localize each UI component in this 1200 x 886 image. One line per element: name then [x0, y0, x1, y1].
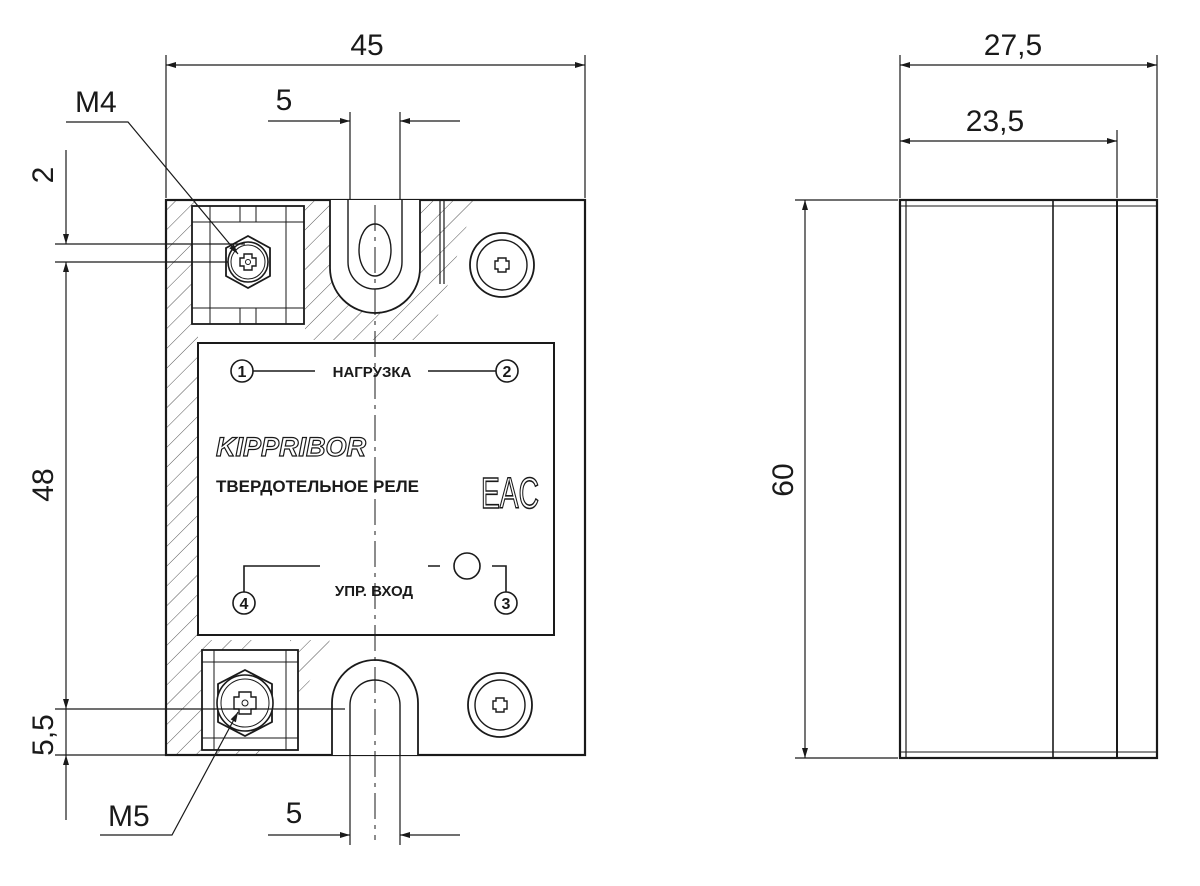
brand-logo: KIPPRIBOR: [216, 432, 367, 462]
label-m5: M5: [108, 800, 150, 833]
front-view: [164, 198, 587, 840]
hatched-region-bottom: [290, 640, 330, 700]
screw-m5: [216, 668, 274, 738]
side-view: [898, 198, 1159, 760]
side-dimension-text: 27,5 23,5 60: [767, 29, 1042, 497]
screw-top-right: [469, 232, 535, 298]
front-dimensions: [55, 55, 586, 845]
hatched-region-left: [166, 200, 260, 755]
dim-depth-27-5: 27,5: [984, 29, 1042, 62]
dim-body-depth-23-5: 23,5: [966, 105, 1024, 138]
dim-slot-top-5: 5: [276, 84, 293, 117]
side-dimensions: [795, 55, 1158, 759]
label-plate-contents: [230, 359, 519, 615]
pin-4-label: 4: [240, 596, 249, 613]
front-dimension-text: 45 5 5 M4 M5 2 48 5,5: [27, 29, 384, 833]
label-plate: [197, 342, 555, 636]
dim-slot-bottom-5: 5: [286, 797, 303, 830]
leader-m5: [100, 711, 239, 836]
status-led: [453, 552, 481, 580]
pin-1-label: 1: [238, 364, 247, 381]
label-m4: M4: [75, 86, 117, 119]
load-label: НАГРУЗКА: [333, 364, 412, 381]
control-input-label: УПР. ВХОД: [335, 583, 414, 600]
eac-mark: EAC: [481, 469, 539, 518]
screw-bottom-right: [467, 672, 533, 738]
leader-m4: [66, 121, 239, 255]
side-body-outline: [898, 198, 1159, 760]
product-name: ТВЕРДОТЕЛЬНОЕ РЕЛЕ: [216, 477, 419, 496]
pin-3-label: 3: [502, 596, 511, 613]
dim-offset-2: 2: [27, 167, 60, 184]
label-plate-text: 1 2 3 4 НАГРУЗКА KIPPRIBOR ТВЕРДОТЕЛЬНОЕ…: [215, 364, 539, 613]
dim-width-45: 45: [350, 29, 383, 62]
dim-height-60: 60: [767, 463, 800, 496]
dim-offset-5-5: 5,5: [27, 714, 60, 756]
pin-2-label: 2: [503, 364, 512, 381]
dim-pitch-48: 48: [27, 468, 60, 501]
